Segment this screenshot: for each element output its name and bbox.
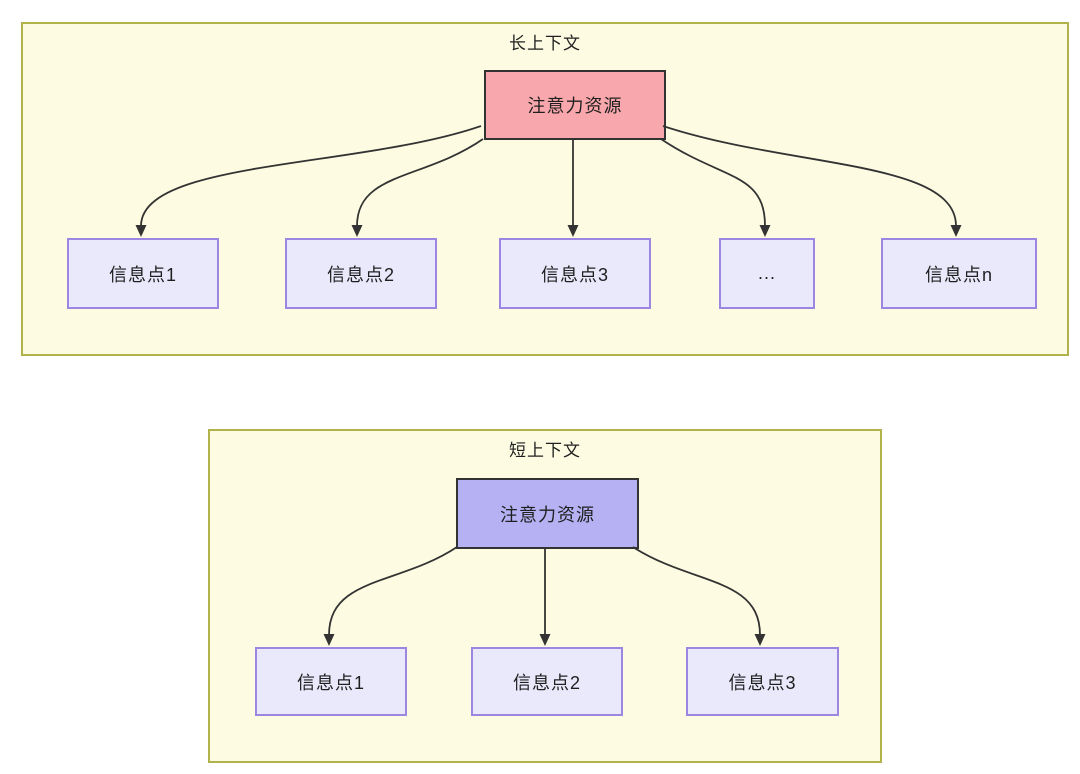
info-point-node-short-3: 信息点3 (686, 647, 839, 716)
info-point-node-long-2: 信息点2 (285, 238, 437, 309)
info-point-node-short-1: 信息点1 (255, 647, 407, 716)
info-point-node-long-3: 信息点3 (499, 238, 651, 309)
info-point-node-long-n: 信息点n (881, 238, 1037, 309)
attention-resource-node-long: 注意力资源 (484, 70, 666, 140)
info-point-node-long-ellipsis: ... (719, 238, 815, 309)
info-point-node-short-2: 信息点2 (471, 647, 623, 716)
info-point-node-long-1: 信息点1 (67, 238, 219, 309)
attention-resource-node-short: 注意力资源 (456, 478, 639, 549)
long-context-title: 长上下文 (509, 34, 581, 53)
short-context-title: 短上下文 (509, 441, 581, 460)
short-context-group: 短上下文 注意力资源 信息点1 信息点2 信息点3 (208, 429, 882, 763)
long-context-group: 长上下文 注意力资源 信息点1 信息点2 信息点3 ... 信息点n (21, 22, 1069, 356)
